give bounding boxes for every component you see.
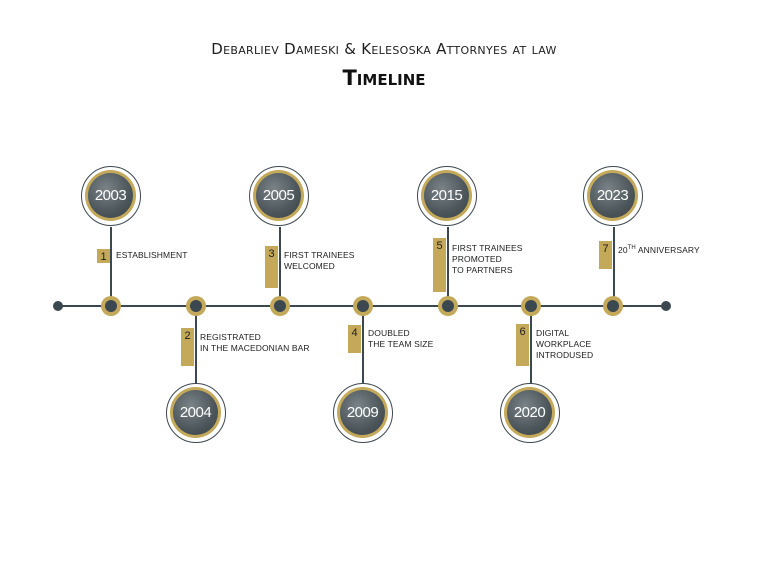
- event-1-year: 2003: [88, 173, 133, 218]
- event-6-year-badge: 2020: [500, 383, 560, 443]
- event-5-label: FIRST TRAINEES PROMOTED TO PARTNERS: [452, 243, 523, 275]
- event-2-number-tab: 2: [181, 328, 194, 366]
- page-title: Timeline: [342, 66, 426, 90]
- event-3-year-badge: 2005: [249, 166, 309, 226]
- event-4-label: DOUBLED THE TEAM SIZE: [368, 328, 434, 349]
- event-7-label: 20TH ANNIVERSARY: [618, 244, 700, 255]
- event-3-year: 2005: [256, 173, 301, 218]
- event-5-year: 2015: [424, 173, 469, 218]
- event-1-stem: [110, 227, 112, 297]
- event-4-number-tab: 4: [348, 325, 361, 353]
- event-2-stem: [195, 306, 197, 396]
- axis-end-dot: [661, 301, 671, 311]
- event-2-node: [186, 296, 206, 316]
- event-3-number: 3: [268, 248, 275, 260]
- event-5-number-tab: 5: [433, 238, 446, 292]
- axis-start-dot: [53, 301, 63, 311]
- event-5-stem: [447, 227, 449, 297]
- event-2-number: 2: [184, 330, 191, 342]
- event-1-number: 1: [100, 251, 107, 263]
- event-2-year: 2004: [173, 390, 218, 435]
- event-4-stem: [362, 306, 364, 396]
- event-7-stem: [613, 227, 615, 297]
- event-6-stem: [530, 306, 532, 396]
- event-3-number-tab: 3: [265, 246, 278, 288]
- event-7-year: 2023: [590, 173, 635, 218]
- event-4-year: 2009: [340, 390, 385, 435]
- event-7-number-tab: 7: [599, 241, 612, 269]
- firm-name: Debarliev Dameski & Kelesoska Attornyes …: [211, 40, 557, 58]
- event-1-year-badge: 2003: [81, 166, 141, 226]
- event-3-node: [270, 296, 290, 316]
- event-5-node: [438, 296, 458, 316]
- event-4-node: [353, 296, 373, 316]
- event-6-year: 2020: [507, 390, 552, 435]
- event-5-number: 5: [436, 240, 443, 252]
- event-6-number: 6: [519, 326, 526, 338]
- event-5-year-badge: 2015: [417, 166, 477, 226]
- event-3-label: FIRST TRAINEES WELCOMED: [284, 250, 355, 271]
- event-1-label: ESTABLISHMENT: [116, 250, 188, 260]
- event-3-stem: [279, 227, 281, 297]
- event-1-node: [101, 296, 121, 316]
- event-6-label: DIGITAL WORKPLACE INTRODUSED: [536, 328, 594, 360]
- event-4-number: 4: [351, 327, 358, 339]
- event-2-label: REGISTRATED IN THE MACEDONIAN BAR: [200, 332, 310, 353]
- event-6-node: [521, 296, 541, 316]
- event-1-number-tab: 1: [97, 249, 110, 263]
- event-7-node: [603, 296, 623, 316]
- event-2-year-badge: 2004: [166, 383, 226, 443]
- event-6-number-tab: 6: [516, 324, 529, 366]
- event-4-year-badge: 2009: [333, 383, 393, 443]
- event-7-year-badge: 2023: [583, 166, 643, 226]
- event-7-number: 7: [602, 243, 609, 255]
